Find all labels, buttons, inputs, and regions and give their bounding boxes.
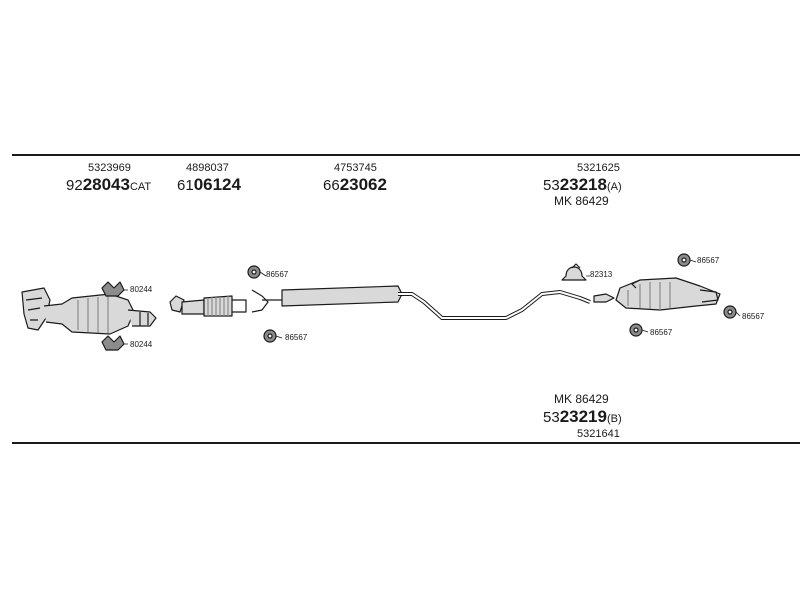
- callout-86567-rear-lower: 86567: [650, 328, 673, 337]
- middle-silencer-part: [251, 285, 591, 320]
- callout-86567-front-upper: 86567: [266, 270, 289, 279]
- part-number-5321625: 5321625: [577, 162, 620, 174]
- hanger-80244-bottom: [101, 335, 125, 351]
- catalytic-converter-code: 9228043CAT: [66, 175, 152, 195]
- part-number-5321641: 5321641: [577, 428, 620, 440]
- callout-80244-top: 80244: [130, 285, 153, 294]
- front-pipe-part: [169, 295, 247, 317]
- hanger-80244-top: [101, 281, 125, 297]
- top-divider: [12, 154, 800, 156]
- rear-silencer-b-code: 5323219(B): [543, 407, 622, 427]
- callout-86567-rear-right: 86567: [742, 312, 765, 321]
- mounting-kit-a: MK 86429: [554, 194, 609, 208]
- mounting-kit-b: MK 86429: [554, 392, 609, 406]
- hanger-86567-2: [263, 329, 277, 343]
- hanger-86567-5: [723, 305, 737, 319]
- hanger-86567-3: [677, 253, 691, 267]
- callout-86567-rear-upper: 86567: [697, 256, 720, 265]
- hanger-86567-1: [247, 265, 261, 279]
- part-number-5323969: 5323969: [88, 162, 131, 174]
- clamp-82313: [561, 263, 587, 281]
- rear-silencer-part: [593, 277, 721, 311]
- callout-82313: 82313: [590, 270, 613, 279]
- catalytic-converter-part: [21, 287, 157, 335]
- bottom-divider: [12, 442, 800, 444]
- hanger-86567-4: [629, 323, 643, 337]
- callout-80244-bottom: 80244: [130, 340, 153, 349]
- callout-86567-front-lower: 86567: [285, 333, 308, 342]
- front-pipe-code: 6106124: [177, 175, 241, 195]
- part-number-4753745: 4753745: [334, 162, 377, 174]
- middle-silencer-code: 6623062: [323, 175, 387, 195]
- rear-silencer-a-code: 5323218(A): [543, 175, 622, 195]
- part-number-4898037: 4898037: [186, 162, 229, 174]
